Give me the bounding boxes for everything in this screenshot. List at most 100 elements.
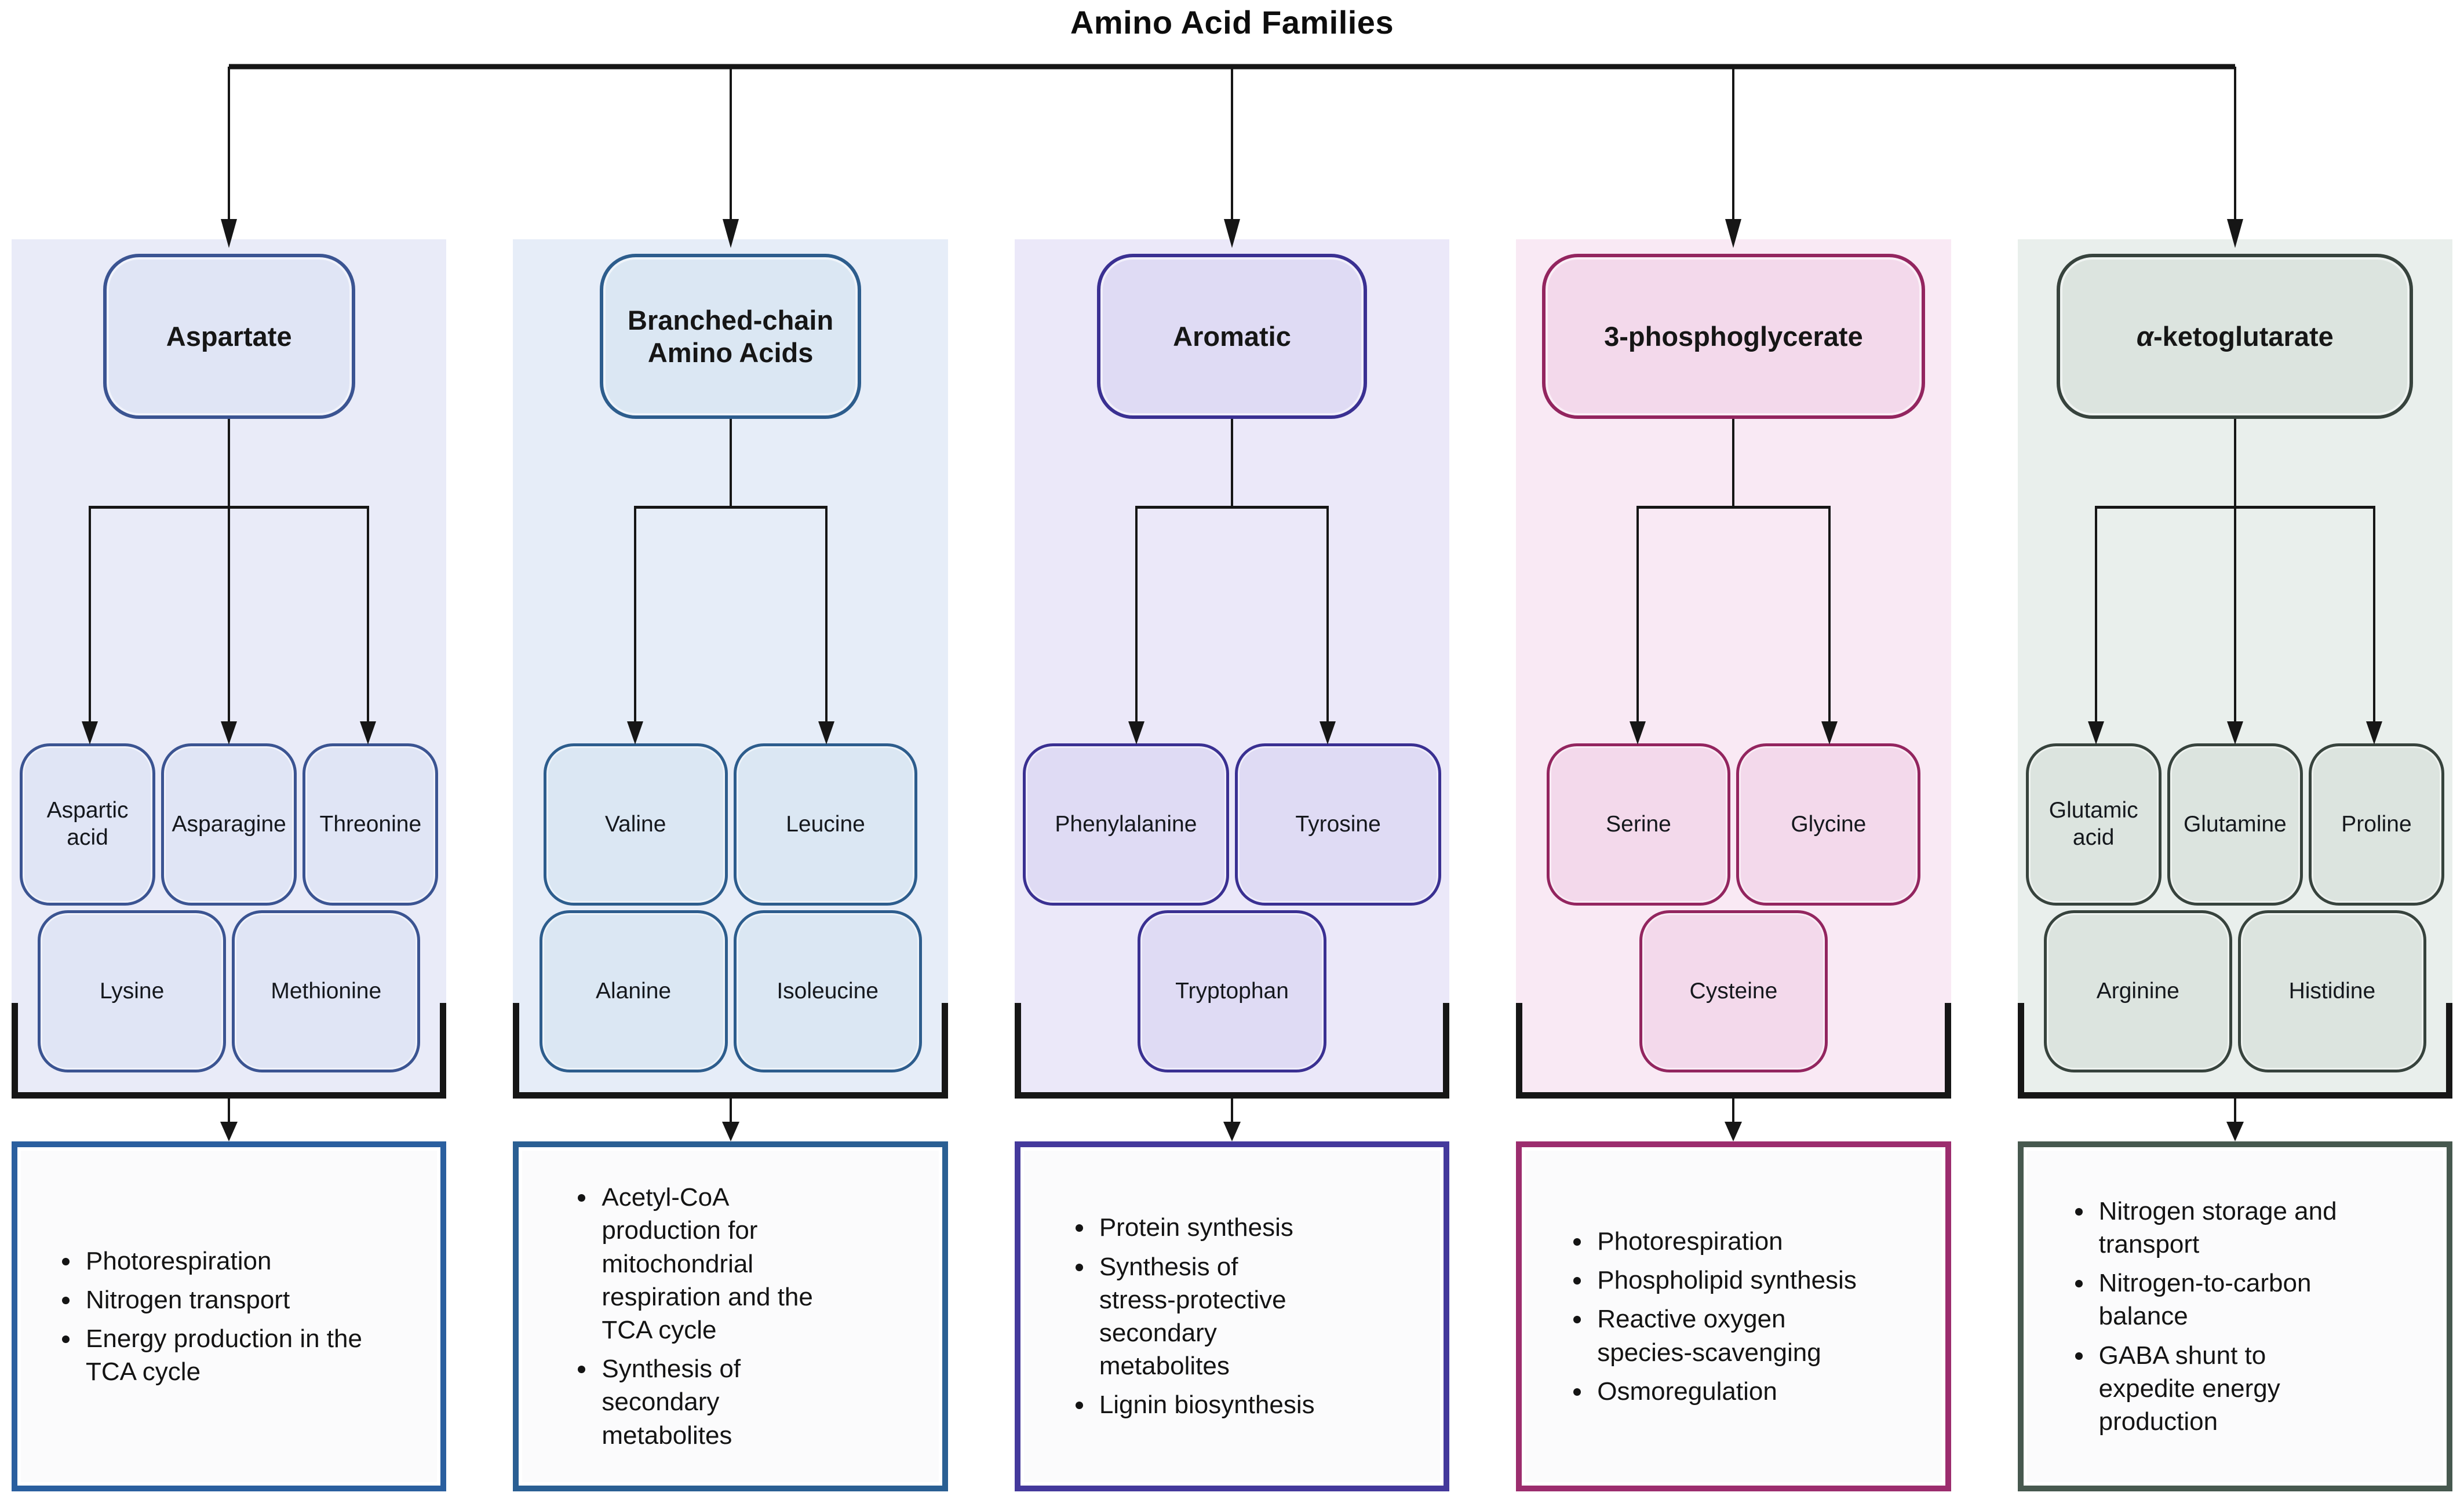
branched-chain-panel: Branched-chain Amino Acids Valine Leucin… [513,239,948,1099]
amino-box-isoleucine: Isoleucine [733,910,922,1072]
amino-label: Glycine [1791,811,1867,837]
function-item: Protein synthesis [1095,1211,1316,1244]
amino-label: Glutamine [2183,811,2287,837]
functions-list: Protein synthesis Synthesis of stress-pr… [1020,1205,1444,1427]
amino-box-glutamic-acid: Glutamic acid [2025,743,2162,906]
amino-box-histidine: Histidine [2237,910,2426,1072]
amino-box-phenylalanine: Phenylalanine [1022,743,1230,906]
branch-connector [1516,419,1951,745]
family-columns: Aspartate Aspartic acid Asparagine Threo… [12,239,2453,1491]
functions-list: Acetyl-CoA production for mitochondrial … [519,1175,942,1458]
column-alpha-ketoglutarate: α-ketoglutarate Glutamic acid Glutamine … [2017,239,2453,1491]
amino-row: Phenylalanine Tyrosine [1015,743,1449,906]
collect-bracket [1516,1003,1951,1099]
function-item: Nitrogen-to-carbon balance [2094,1267,2339,1333]
column-aromatic: Aromatic Phenylalanine Tyrosine Tryptoph… [1014,239,1450,1491]
aromatic-functions-box: Protein synthesis Synthesis of stress-pr… [1014,1141,1450,1491]
column-aspartate: Aspartate Aspartic acid Asparagine Threo… [12,239,447,1491]
amino-row: Glutamic acid Glutamine Proline [2018,743,2452,906]
amino-label: Serine [1606,811,1671,837]
amino-box-arginine: Arginine [2043,910,2232,1072]
amino-box-asparagine: Asparagine [161,743,297,906]
functions-list: Nitrogen storage and transport Nitrogen-… [2024,1189,2447,1444]
amino-label: Aspartic acid [46,798,129,850]
branch-connector [513,419,947,745]
column-3-phosphoglycerate: 3-phosphoglycerate Serine Glycine Cystei… [1516,239,1951,1491]
amino-box-serine: Serine [1546,743,1731,906]
function-item: Photorespiration [1592,1225,1858,1258]
amino-label: Tyrosine [1295,811,1381,837]
branched-chain-family-box: Branched-chain Amino Acids [600,254,861,419]
arrow-to-functions [513,1099,947,1141]
aspartate-family-box: Aspartate [103,254,355,419]
branch-connector [2018,419,2452,745]
functions-list: Photorespiration Phospholipid synthesis … [1522,1219,1945,1414]
amino-box-glycine: Glycine [1736,743,1921,906]
amino-box-valine: Valine [543,743,728,906]
amino-label: Leucine [786,811,865,837]
function-item: Phospholipid synthesis [1592,1264,1858,1297]
phosphoglycerate-panel: 3-phosphoglycerate Serine Glycine Cystei… [1516,239,1951,1099]
function-item: Energy production in the TCA cycle [81,1322,371,1388]
amino-label: Isoleucine [777,978,879,1004]
amino-label: Methionine [271,978,382,1004]
amino-label: Threonine [319,811,422,837]
amino-label: Proline [2341,811,2412,837]
ketoglutarate-functions-box: Nitrogen storage and transport Nitrogen-… [2017,1141,2453,1491]
phosphoglycerate-functions-box: Photorespiration Phospholipid synthesis … [1516,1141,1951,1491]
family-label: -ketoglutarate [2153,320,2334,352]
amino-box-alanine: Alanine [539,910,728,1072]
amino-box-leucine: Leucine [733,743,918,906]
aspartate-functions-box: Photorespiration Nitrogen transport Ener… [12,1141,447,1491]
function-item: Photorespiration [81,1245,371,1278]
function-item: Synthesis of secondary metabolites [597,1352,843,1452]
amino-row: Cysteine [1516,910,1951,1072]
collect-bracket [1014,1003,1450,1099]
aspartate-panel: Aspartate Aspartic acid Asparagine Threo… [12,239,447,1099]
amino-box-lysine: Lysine [38,910,227,1072]
column-branched-chain: Branched-chain Amino Acids Valine Leucin… [513,239,948,1491]
amino-label: Asparagine [172,811,286,837]
aromatic-panel: Aromatic Phenylalanine Tyrosine Tryptoph… [1014,239,1450,1099]
family-label: 3-phosphoglycerate [1604,320,1863,352]
function-item: Reactive oxygen species-scavenging [1592,1302,1858,1369]
branch-connector [12,419,446,745]
amino-row: Alanine Isoleucine [513,910,947,1072]
amino-box-tryptophan: Tryptophan [1138,910,1326,1072]
collect-bracket [12,1003,447,1099]
amino-row: Aspartic acid Asparagine Threonine [12,743,446,906]
collect-bracket [2017,1003,2453,1099]
amino-label: Tryptophan [1175,978,1289,1004]
branched-chain-functions-box: Acetyl-CoA production for mitochondrial … [513,1141,948,1491]
amino-box-glutamine: Glutamine [2167,743,2303,906]
arrow-to-functions [12,1099,446,1141]
amino-box-threonine: Threonine [302,743,439,906]
amino-box-tyrosine: Tyrosine [1235,743,1442,906]
ketoglutarate-family-box: α-ketoglutarate [2057,254,2414,419]
arrow-to-functions [2018,1099,2452,1141]
amino-label: Histidine [2288,978,2376,1004]
amino-box-aspartic-acid: Aspartic acid [20,743,156,906]
function-item: Synthesis of stress-protective secondary… [1095,1250,1316,1383]
amino-row: Lysine Methionine [12,910,446,1072]
amino-row: Valine Leucine [513,743,947,906]
function-item: Nitrogen storage and transport [2094,1195,2339,1261]
amino-label: Valine [604,811,666,837]
amino-box-proline: Proline [2308,743,2445,906]
amino-row: Tryptophan [1015,910,1449,1072]
family-label-italic: α [2136,320,2153,352]
amino-label: Glutamic acid [2049,798,2138,850]
amino-label: Phenylalanine [1055,811,1197,837]
arrow-to-functions [1516,1099,1951,1141]
amino-label: Cysteine [1689,978,1778,1004]
functions-list: Photorespiration Nitrogen transport Ener… [17,1239,440,1395]
branch-connector [1015,419,1449,745]
amino-row: Arginine Histidine [2018,910,2452,1072]
function-item: GABA shunt to expedite energy production [2094,1339,2339,1439]
family-label: Aspartate [166,320,292,352]
function-item: Acetyl-CoA production for mitochondrial … [597,1181,843,1347]
phosphoglycerate-family-box: 3-phosphoglycerate [1542,254,1925,419]
function-item: Osmoregulation [1592,1375,1858,1408]
amino-box-cysteine: Cysteine [1639,910,1828,1072]
arrow-to-functions [1015,1099,1449,1141]
